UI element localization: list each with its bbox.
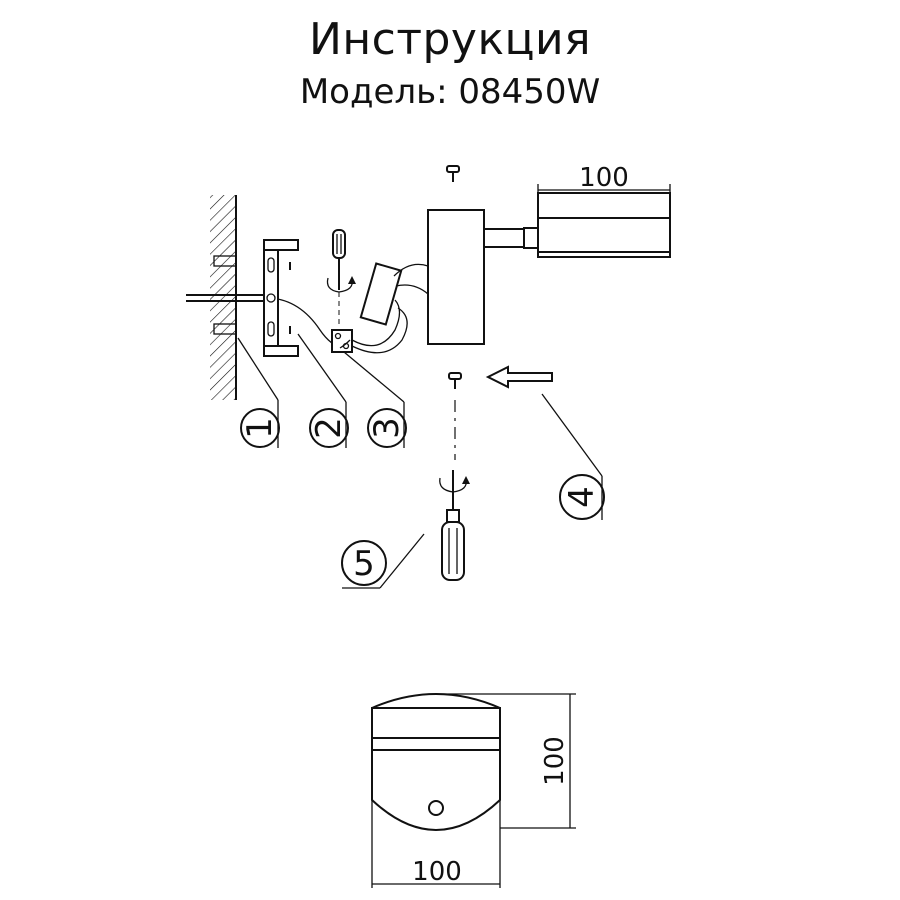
dimension-top-label: 100	[579, 163, 629, 193]
screw-top-icon	[446, 165, 460, 182]
svg-text:1: 1	[240, 417, 280, 439]
mounting-bracket	[263, 239, 299, 357]
callout-4: 4	[541, 393, 605, 520]
model-label: Модель: 08450W	[299, 72, 601, 112]
dimension-top: 100	[537, 163, 671, 193]
screwdriver-small-icon	[326, 229, 356, 326]
lamp-front-view	[371, 693, 501, 831]
wall-anchors	[213, 255, 237, 335]
svg-text:2: 2	[309, 417, 349, 439]
terminal-block	[331, 329, 353, 353]
callout-2: 2	[297, 333, 349, 448]
direction-arrow-icon	[485, 365, 553, 389]
callout-5: 5	[341, 533, 425, 589]
svg-text:5: 5	[353, 544, 375, 584]
internal-wiring	[339, 262, 429, 354]
dimension-front-width: 100	[371, 800, 501, 888]
screwdriver-large-icon	[439, 470, 470, 581]
dimension-front-height: 100	[436, 693, 576, 829]
page-title: Инструкция	[308, 14, 592, 65]
wall	[210, 195, 237, 400]
screw-bottom-icon	[448, 372, 462, 460]
svg-text:3: 3	[367, 417, 407, 439]
lamp-side-view	[427, 192, 671, 345]
dimension-front-width-label: 100	[412, 857, 462, 887]
callout-1: 1	[237, 337, 280, 448]
svg-text:4: 4	[562, 486, 602, 508]
dimension-front-height-label: 100	[540, 736, 570, 786]
callout-3: 3	[343, 351, 407, 448]
